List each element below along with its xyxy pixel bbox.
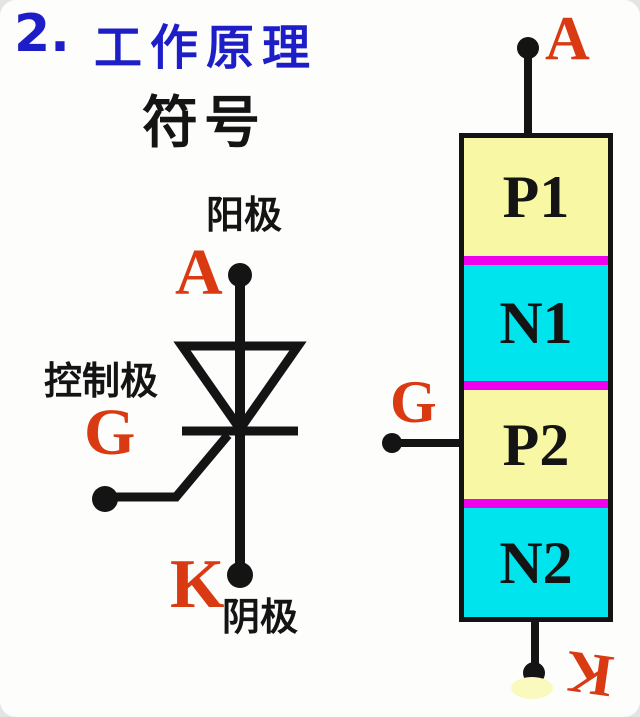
junction-j2 <box>464 381 608 390</box>
layer-p2-label: P2 <box>502 411 570 478</box>
structure-gate-dot <box>382 433 402 453</box>
symbol-gate-letter: G <box>84 396 136 469</box>
structure-anode-dot <box>517 37 539 59</box>
structure-gate-letter: G <box>390 369 437 435</box>
subtitle-symbol: 符号 <box>142 91 266 156</box>
structure-anode-letter: A <box>545 5 590 73</box>
layer-n1-label: N1 <box>499 290 573 356</box>
section-number: 2. <box>14 4 70 64</box>
symbol-cathode-dot <box>227 562 253 588</box>
symbol-gate-dot <box>92 486 118 512</box>
gate-label: 控制极 <box>44 359 159 403</box>
layer-n2-label: N2 <box>499 529 573 596</box>
symbol-anode-dot <box>228 263 252 287</box>
layer-n2: N2 <box>464 508 608 617</box>
structure-cathode-dot <box>523 662 545 684</box>
symbol-cathode-letter: K <box>170 546 225 623</box>
pnpn-structure-box: P1 N1 P2 N2 <box>459 133 613 622</box>
layer-n1: N1 <box>464 265 608 381</box>
layer-p1-label: P1 <box>502 164 570 230</box>
cathode-label: 阴极 <box>222 595 299 639</box>
page-title: 工作原理 <box>94 20 319 76</box>
structure-cathode-dot-highlight <box>511 677 553 699</box>
layer-p1: P1 <box>464 138 608 256</box>
symbol-anode-letter: A <box>175 236 223 309</box>
layer-p2: P2 <box>464 390 608 499</box>
structure-cathode-letter: K <box>561 638 618 710</box>
junction-j1 <box>464 256 608 265</box>
anode-label: 阳极 <box>206 193 283 237</box>
symbol-triangle <box>173 341 307 437</box>
junction-j3 <box>464 499 608 508</box>
